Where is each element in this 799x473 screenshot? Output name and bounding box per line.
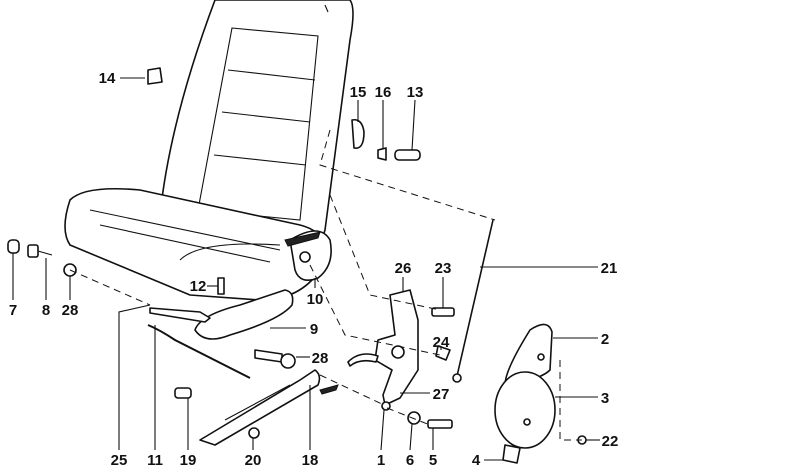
callout-15: 15 xyxy=(350,84,367,101)
callout-16: 16 xyxy=(375,84,392,101)
rod-part-11 xyxy=(147,324,251,379)
recliner-mechanism xyxy=(347,289,419,411)
callout-5: 5 xyxy=(429,452,437,469)
rod-end xyxy=(452,373,462,383)
callout-3: 3 xyxy=(601,390,609,407)
callout-27: 27 xyxy=(433,386,450,403)
tube-part-25 xyxy=(149,307,211,323)
callout-25: 25 xyxy=(111,452,128,469)
covers-part-2-3 xyxy=(494,323,556,464)
callout-leader-lines xyxy=(12,77,600,461)
seat-cushion xyxy=(64,187,326,301)
trim-part-9 xyxy=(194,289,294,340)
callout-14: 14 xyxy=(99,70,116,87)
callout-12: 12 xyxy=(190,278,207,295)
callout-4: 4 xyxy=(472,452,481,469)
callout-23: 23 xyxy=(435,260,452,277)
callout-28-left: 28 xyxy=(62,302,79,319)
callout-9: 9 xyxy=(310,321,318,338)
callout-19: 19 xyxy=(180,452,197,469)
callout-11: 11 xyxy=(147,452,163,469)
callout-28-center: 28 xyxy=(312,350,329,367)
callout-13: 13 xyxy=(407,84,424,101)
callout-1: 1 xyxy=(377,452,385,469)
callout-7: 7 xyxy=(9,302,17,319)
seat-rail-part-18 xyxy=(199,369,339,446)
rod-part-21 xyxy=(456,219,494,377)
callout-22: 22 xyxy=(602,433,619,450)
small-hardware xyxy=(7,67,587,445)
callout-10: 10 xyxy=(307,291,324,308)
callout-26: 26 xyxy=(395,260,412,277)
callout-24: 24 xyxy=(433,334,450,351)
callout-20: 20 xyxy=(245,452,262,469)
side-cover-part-10 xyxy=(284,230,332,281)
callout-6: 6 xyxy=(406,452,414,469)
callout-18: 18 xyxy=(302,452,319,469)
callout-2: 2 xyxy=(601,331,609,348)
callout-21: 21 xyxy=(601,260,618,277)
callout-labels: 14 15 16 13 7 8 28 12 10 26 23 21 9 28 2… xyxy=(9,70,619,469)
callout-8: 8 xyxy=(42,302,50,319)
assembly-guide-lines xyxy=(69,129,582,441)
